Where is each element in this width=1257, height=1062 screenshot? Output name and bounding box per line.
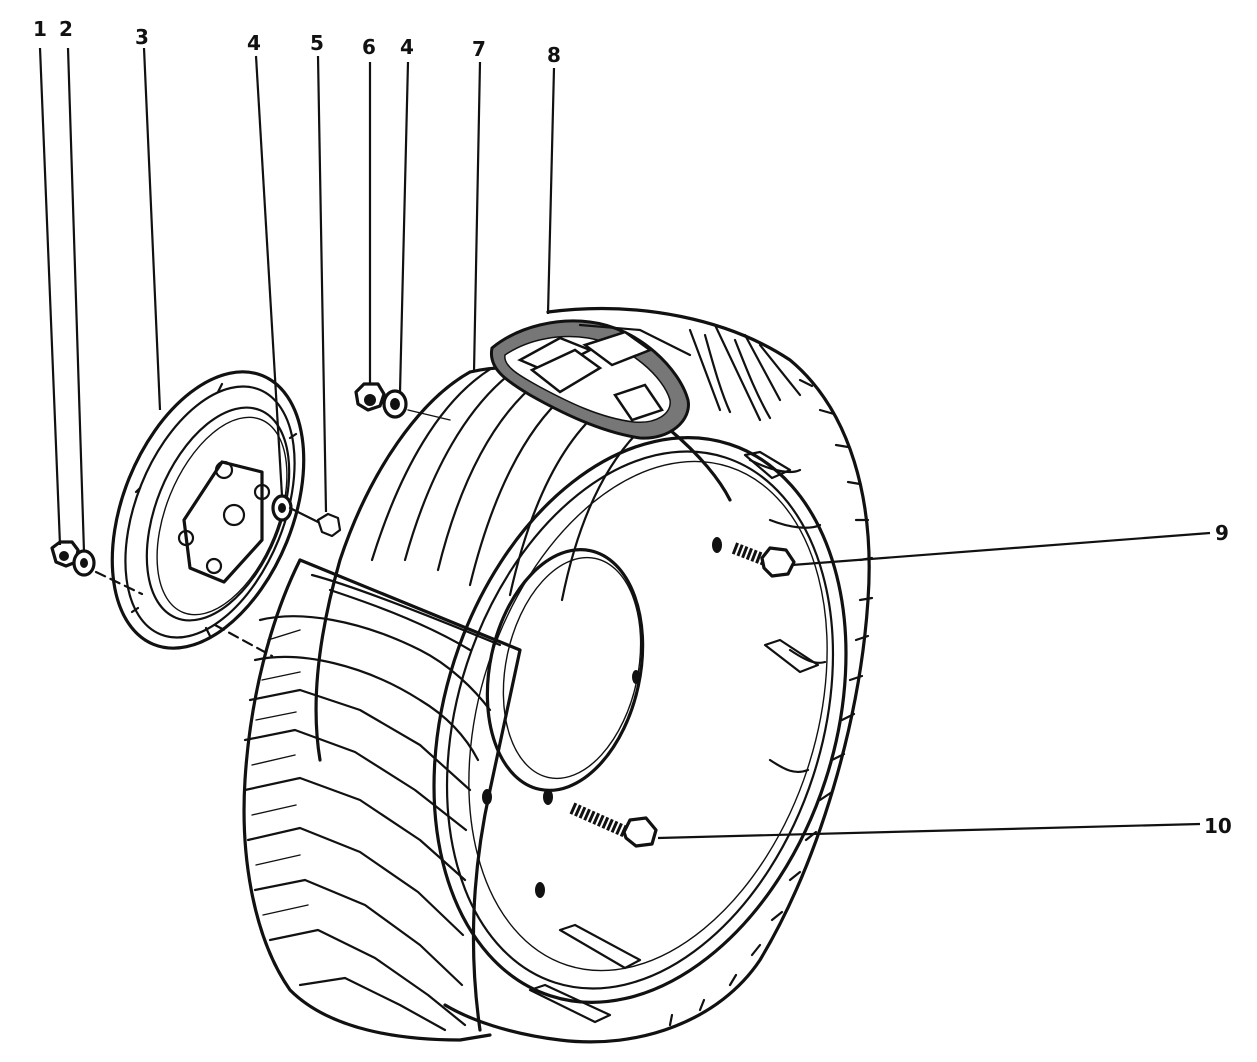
hub-bolt-middle xyxy=(288,506,342,538)
rim-washer-top xyxy=(382,389,408,419)
rim-nut-top xyxy=(354,382,386,412)
callout-4-b: 4 xyxy=(400,35,414,59)
callout-2: 2 xyxy=(59,17,73,41)
tire-weight-insert xyxy=(489,319,692,440)
callout-9: 9 xyxy=(1215,521,1229,545)
hub-washer-middle xyxy=(271,494,293,522)
callout-8: 8 xyxy=(547,43,561,67)
rim-bolt-upper xyxy=(731,542,796,578)
leader-lines xyxy=(38,47,1211,840)
hub-plate xyxy=(110,370,306,650)
callout-4-a: 4 xyxy=(247,31,261,55)
hub-washer-left xyxy=(72,549,96,577)
callout-1: 1 xyxy=(33,17,47,41)
callout-7: 7 xyxy=(472,37,486,61)
callout-5: 5 xyxy=(310,31,324,55)
rim-stud-hidden-line xyxy=(407,409,451,421)
callout-3: 3 xyxy=(135,25,149,49)
callout-10: 10 xyxy=(1204,814,1232,838)
callout-labels: 1 2 3 4 5 6 4 7 8 9 10 xyxy=(33,17,1232,838)
tire xyxy=(242,306,874,1044)
hub-stud-hidden-line xyxy=(94,570,274,658)
rim-bolt-lower xyxy=(569,802,658,848)
callout-6: 6 xyxy=(362,35,376,59)
